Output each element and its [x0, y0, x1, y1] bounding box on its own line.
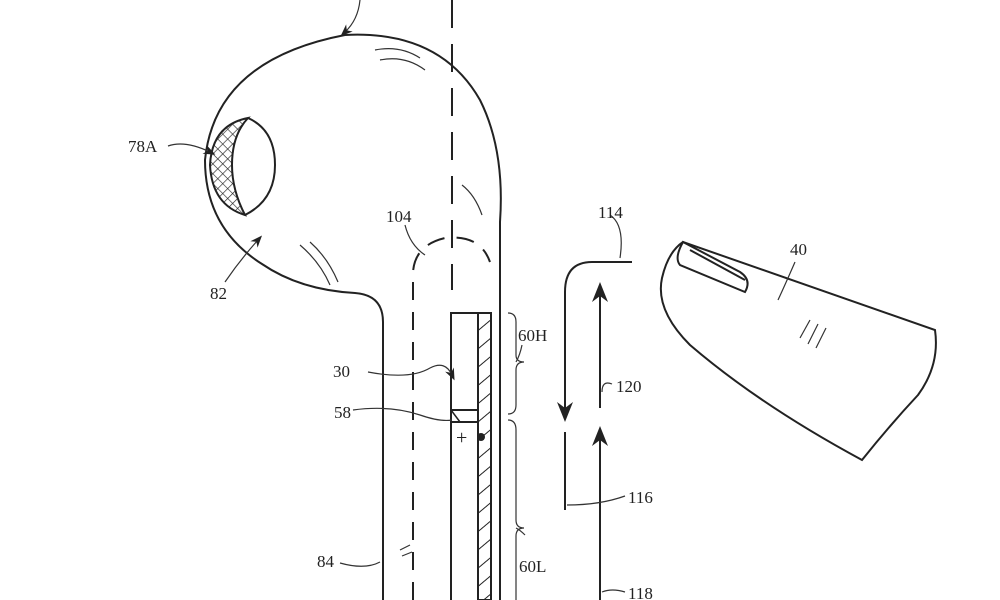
field-line-114 — [557, 261, 632, 422]
plus-sign: + — [456, 427, 467, 449]
label-60H: 60H — [518, 326, 547, 345]
inner-dashed-path — [412, 236, 491, 600]
label-40: 40 — [790, 240, 807, 259]
label-120: 120 — [616, 377, 642, 396]
label-30: 30 — [333, 362, 350, 381]
label-58: 58 — [334, 403, 351, 422]
shading-strokes — [299, 48, 483, 557]
fingernail — [676, 240, 749, 294]
label-60L: 60L — [519, 557, 546, 576]
finger-creases — [799, 319, 827, 349]
electrode-58 — [450, 409, 479, 423]
label-78A: 78A — [128, 137, 158, 156]
label-82: 82 — [210, 284, 227, 303]
brace-60L — [507, 419, 525, 600]
label-118: 118 — [628, 584, 653, 600]
charge-dot — [477, 433, 485, 441]
brace-60H — [507, 312, 525, 415]
hatched-strip — [477, 312, 492, 600]
sensor-30 — [450, 312, 479, 411]
label-84: 84 — [317, 552, 335, 571]
label-104: 104 — [386, 207, 412, 226]
leader-lines — [167, 143, 796, 593]
top-leader-arrow — [340, 0, 361, 37]
finger-40 — [659, 240, 937, 462]
earbud-outline — [203, 33, 502, 600]
label-116: 116 — [628, 488, 653, 507]
mesh-rim — [244, 117, 277, 216]
mesh-grille — [208, 116, 251, 217]
label-114: 114 — [598, 203, 623, 222]
